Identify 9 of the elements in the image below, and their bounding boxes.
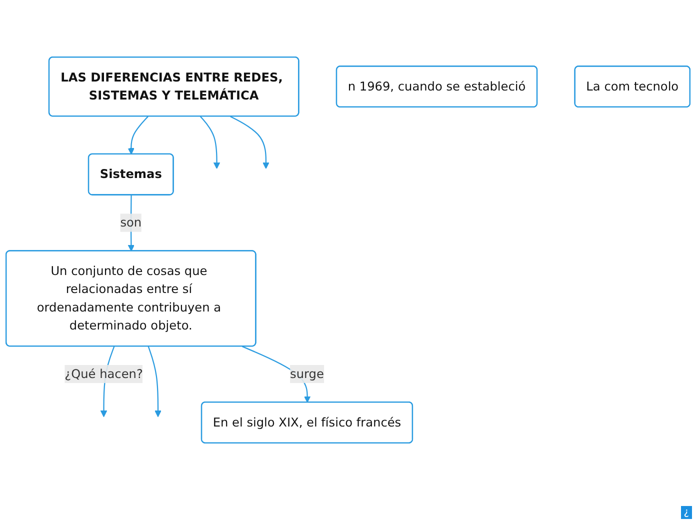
arrow [148,346,162,418]
arrow [128,116,148,155]
edge-label: son [120,215,142,230]
arrow [128,195,135,252]
text-fragment: ¿ [680,506,692,519]
arrow [200,116,220,169]
arrow [230,116,270,169]
edge-label: ¿Qué hacen? [64,366,143,381]
edge-label: surge [290,366,324,381]
